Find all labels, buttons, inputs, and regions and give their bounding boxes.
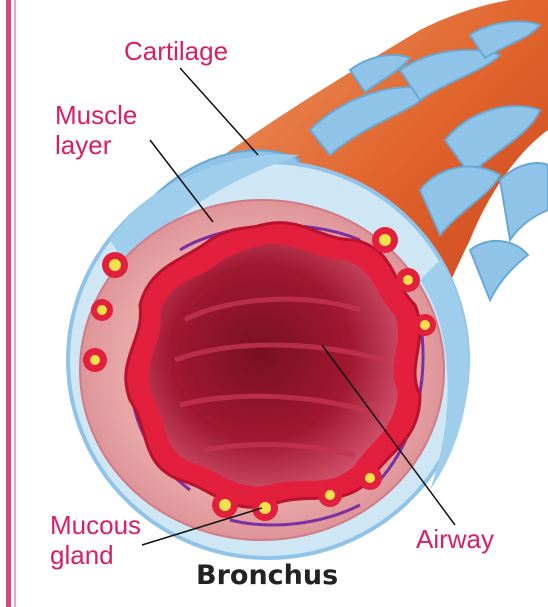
gland	[318, 483, 342, 507]
gland	[212, 492, 238, 518]
label-airway: Airway	[416, 524, 494, 554]
gland	[396, 268, 420, 292]
gland	[252, 495, 278, 521]
gland	[372, 227, 398, 253]
label-cartilage: Cartilage	[124, 36, 228, 66]
leader-cartilage	[180, 68, 258, 155]
gland	[414, 314, 436, 336]
gland	[83, 348, 107, 372]
label-mucous-gland: Mucous gland	[50, 510, 141, 570]
gland	[102, 252, 128, 278]
gland	[358, 466, 382, 490]
gland	[91, 299, 113, 321]
diagram-title: Bronchus	[196, 560, 338, 591]
label-muscle-layer: Muscle layer	[55, 100, 137, 160]
